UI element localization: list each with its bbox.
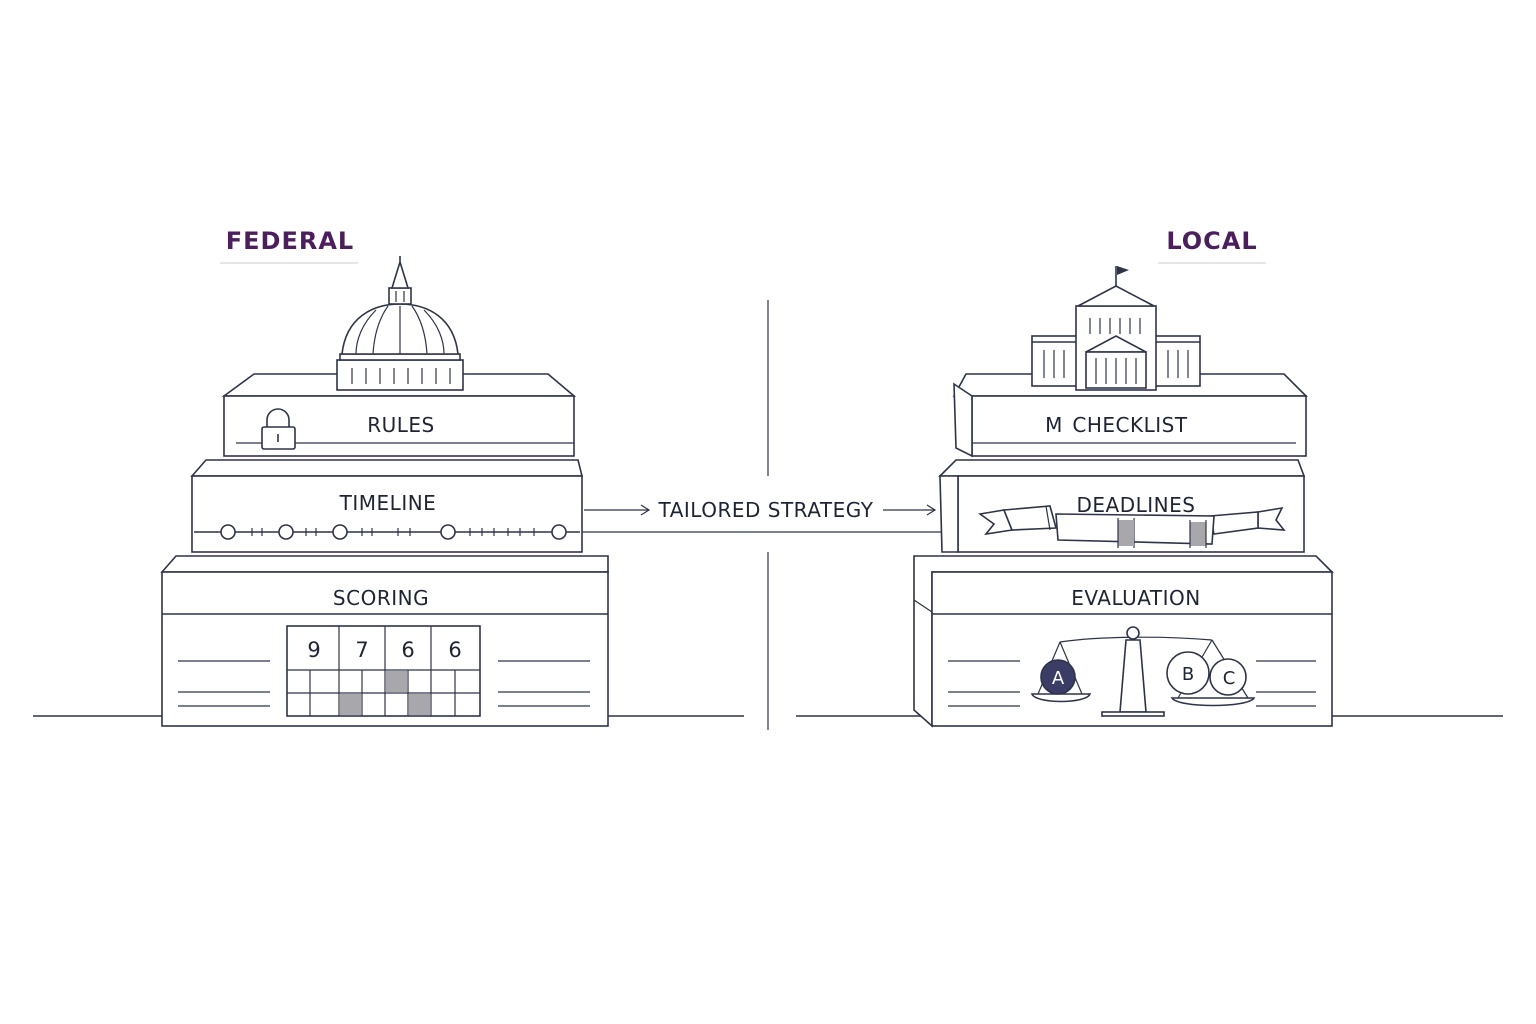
evaluation-label: EVALUATION [1071, 586, 1200, 610]
score-grid: 9 7 6 6 [286, 625, 481, 717]
timeline-milestone [440, 524, 456, 540]
local-heading: LOCAL [1166, 227, 1257, 255]
timeline-milestone [332, 524, 348, 540]
timeline-milestone [551, 524, 567, 540]
rules-label: RULES [367, 413, 435, 437]
score-value: 7 [355, 638, 368, 662]
timeline-label: TIMELINE [339, 491, 437, 515]
scoring-block: SCORING 9 7 6 [160, 555, 609, 727]
score-cell-filled [409, 694, 430, 715]
deadline-highlight [1118, 520, 1134, 546]
deadlines-label: DEADLINES [1077, 493, 1196, 517]
timeline-block: TIMELINE [190, 459, 584, 553]
score-cell-filled [386, 671, 407, 692]
capitol-dome-icon [336, 256, 464, 391]
timeline-milestone [220, 524, 236, 540]
deadline-ribbon [977, 505, 1286, 548]
deadline-highlight [1190, 522, 1206, 546]
evaluation-block: EVALUATION A B C [913, 555, 1334, 728]
score-value: 6 [448, 638, 461, 662]
checklist-label: CHECKLIST [1072, 413, 1187, 437]
tailored-strategy-label: TAILORED STRATEGY [658, 498, 874, 522]
flag-icon [1117, 266, 1129, 275]
score-cell-filled [340, 694, 361, 715]
town-hall-icon [1031, 266, 1201, 391]
option-c-label: C [1223, 668, 1236, 689]
score-value: 9 [307, 638, 320, 662]
scoring-text-lines-right [498, 660, 590, 707]
scoring-label: SCORING [333, 586, 429, 610]
option-b-label: B [1182, 664, 1194, 685]
score-value: 6 [401, 638, 414, 662]
balance-scale-icon: A B C [1030, 626, 1256, 717]
timeline-milestone [278, 524, 294, 540]
scoring-text-lines-left [178, 660, 270, 707]
lock-icon [261, 408, 296, 450]
federal-heading: FEDERAL [226, 227, 354, 255]
evaluation-text-lines-left [948, 660, 1020, 707]
timeline-track [194, 524, 580, 540]
tailored-strategy-connector: TAILORED STRATEGY [582, 498, 942, 533]
deadlines-block: DEADLINES [938, 459, 1306, 553]
evaluation-text-lines-right [1256, 660, 1316, 707]
option-a-label: A [1052, 668, 1065, 689]
checklist-mark: M [1045, 413, 1063, 437]
